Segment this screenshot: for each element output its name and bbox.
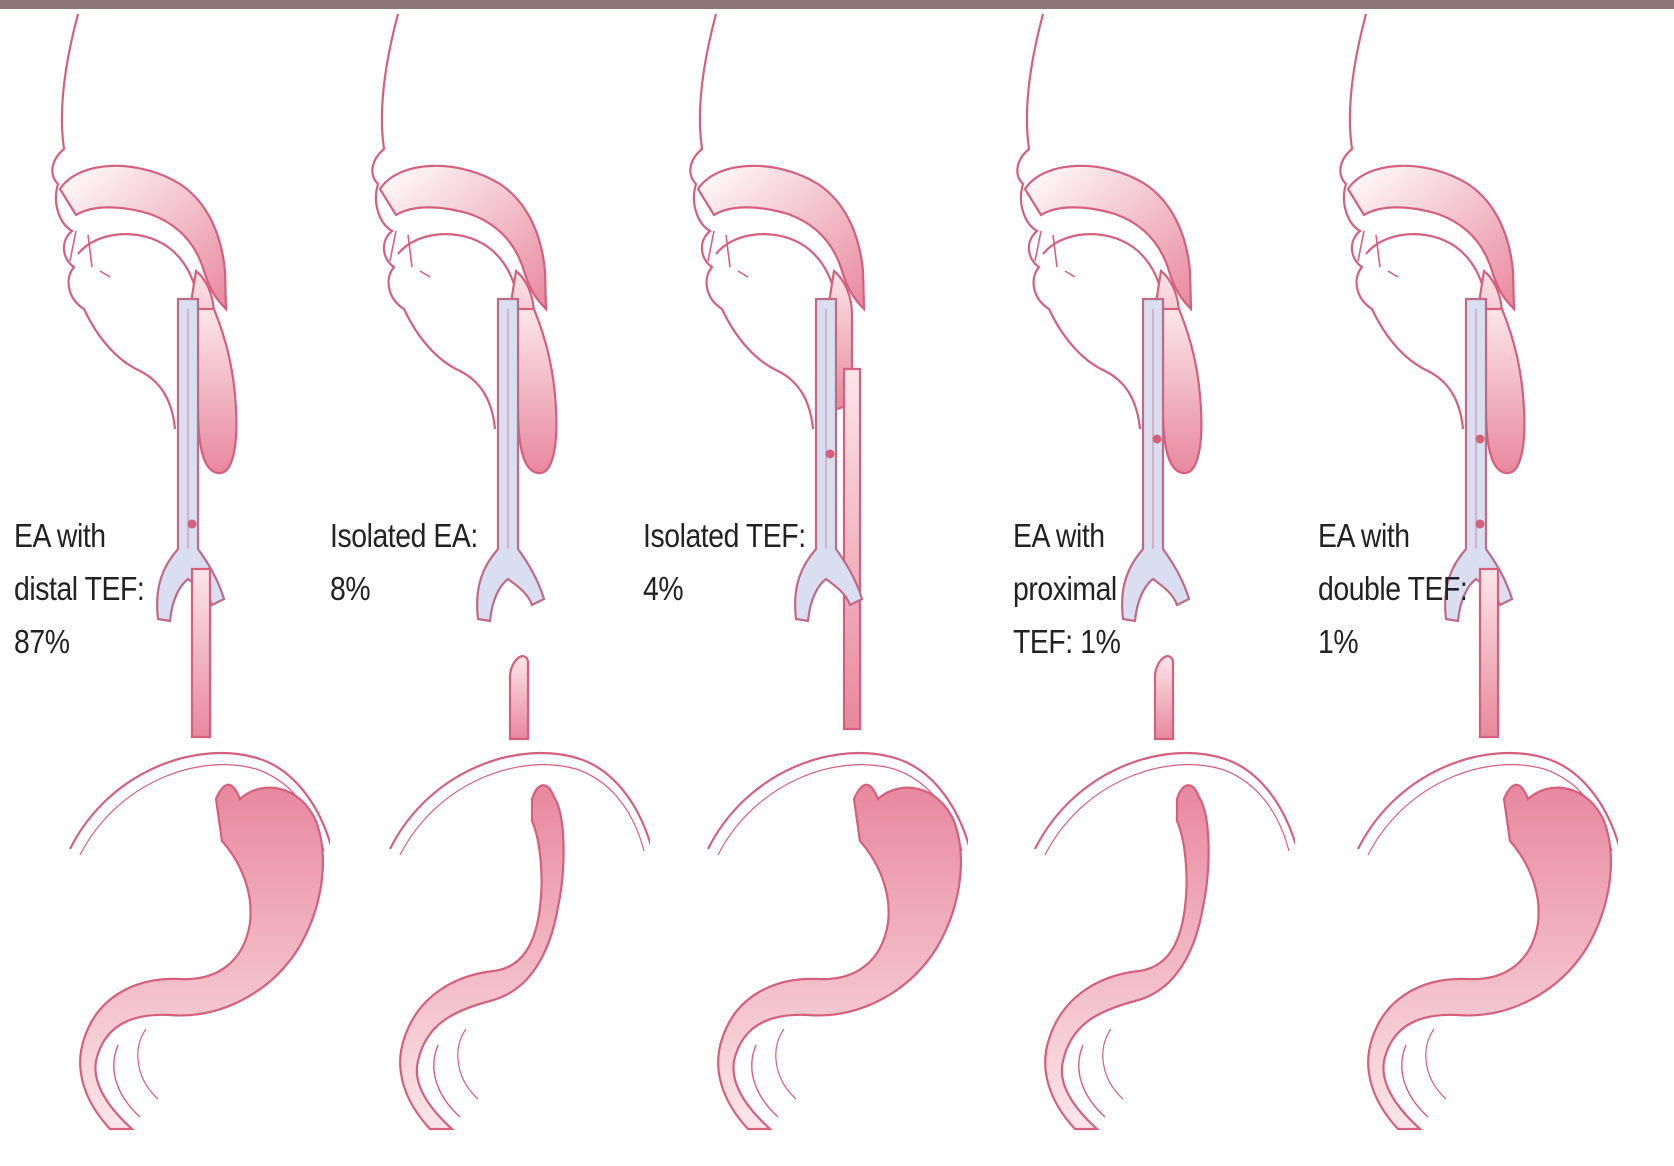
esophagus-upper [1486,309,1524,473]
esophagus-upper [198,309,236,473]
tongue-arc [716,234,834,291]
panel-double-tef: EA with double TEF: 1% [1288,9,1618,1166]
duodenum-fold [1426,1029,1446,1099]
face-profile [690,14,813,429]
duodenum-fold [752,1045,778,1117]
stomach [400,785,563,1129]
duodenum-fold [458,1029,478,1099]
fistula-marker [826,450,835,459]
face-profile [1340,14,1463,429]
caption-proximal-tef: EA with proximal TEF: 1% [1013,509,1120,668]
face-profile [372,14,495,429]
stomach [718,785,961,1129]
caption-line: TEF: 1% [1013,615,1120,668]
panel-isolated-tef: Isolated TEF: 4% [638,9,968,1166]
tongue-arc [78,234,196,291]
caption-line: 87% [14,615,144,668]
stomach [1045,785,1208,1129]
duodenum-fold [138,1029,158,1099]
fistula-marker [188,520,197,529]
esophagus-lower [1480,569,1498,737]
caption-isolated-tef: Isolated TEF: 4% [643,509,806,615]
esophagus-lower [192,569,210,737]
face-profile [1017,14,1140,429]
caption-line: double TEF: [1318,562,1467,615]
top-border [0,0,1674,9]
panel-proximal-tef: EA with proximal TEF: 1% [965,9,1295,1166]
tongue-arc [398,234,516,291]
esophagus-upper [518,309,556,473]
caption-line: EA with [1013,509,1120,562]
caption-line: Isolated EA: [330,509,478,562]
caption-line: Isolated TEF: [643,509,806,562]
duodenum-fold [1402,1045,1428,1117]
caption-line: proximal [1013,562,1120,615]
fistula-marker [1153,435,1162,444]
figure: EA with distal TEF: 87% Isolated EA: 8% … [0,9,1674,1166]
stomach [1368,785,1611,1129]
caption-line: 1% [1318,615,1467,668]
caption-double-tef: EA with double TEF: 1% [1318,509,1467,668]
duodenum-fold [434,1045,460,1117]
fistula-marker [1476,520,1485,529]
esophagus-upper [1163,309,1201,473]
tongue-arc [1366,234,1484,291]
duodenum-fold [114,1045,140,1117]
diaphragm-inner [400,765,644,855]
fistula-marker [1476,435,1485,444]
diaphragm [1035,753,1295,849]
face-profile [52,14,175,429]
diaphragm-inner [1045,765,1289,855]
caption-distal-tef: EA with distal TEF: 87% [14,509,144,668]
duodenum-fold [1103,1029,1123,1099]
tongue-arc [1043,234,1161,291]
caption-line: 4% [643,562,806,615]
panel-distal-tef: EA with distal TEF: 87% [0,9,330,1166]
duodenum-fold [1079,1045,1105,1117]
esophagus-lower [1155,656,1173,739]
caption-line: 8% [330,562,478,615]
esophagus-upper [844,369,860,729]
stomach [80,785,323,1129]
caption-isolated-ea: Isolated EA: 8% [330,509,478,615]
panel-isolated-ea: Isolated EA: 8% [320,9,650,1166]
diaphragm [390,753,650,849]
caption-line: distal TEF: [14,562,144,615]
duodenum-fold [776,1029,796,1099]
esophagus-lower [510,656,528,739]
caption-line: EA with [1318,509,1467,562]
caption-line: EA with [14,509,144,562]
